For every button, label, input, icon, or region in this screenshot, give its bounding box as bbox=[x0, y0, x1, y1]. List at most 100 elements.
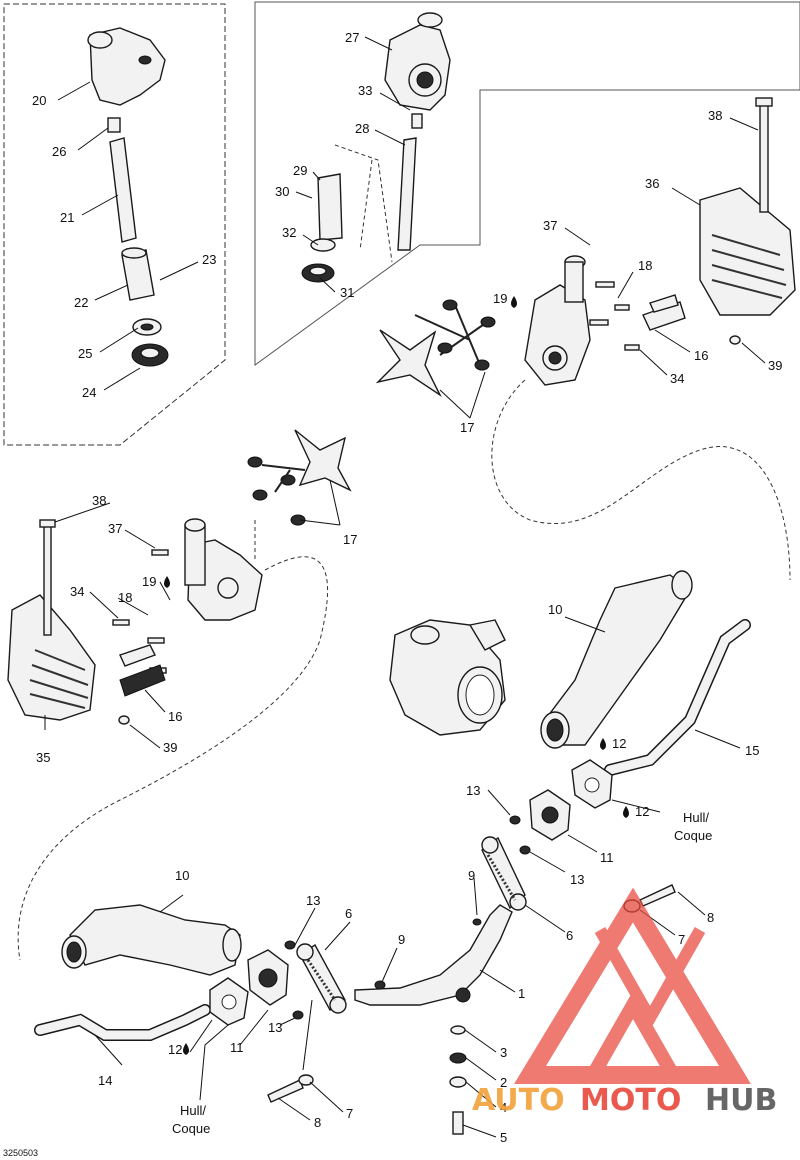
bolt-8-right-drawing bbox=[623, 884, 676, 913]
arm-6-left-drawing bbox=[296, 943, 347, 1014]
callout-11-left: 11 bbox=[230, 1040, 244, 1055]
callout-29: 29 bbox=[293, 163, 307, 178]
callout-34-left: 34 bbox=[70, 584, 84, 599]
hull-label-left-line1: Hull/ bbox=[180, 1103, 206, 1118]
callout-7-right: 7 bbox=[678, 932, 685, 947]
hose-15-drawing bbox=[604, 619, 751, 776]
bolts-left-drawing bbox=[112, 549, 169, 697]
callout-24: 24 bbox=[82, 385, 96, 400]
callout-10-right: 10 bbox=[548, 602, 562, 617]
callout-30: 30 bbox=[275, 184, 289, 199]
linkage-17-upper-drawing bbox=[375, 299, 496, 398]
bolt-38-left-drawing bbox=[39, 519, 56, 636]
washer-32-drawing bbox=[310, 238, 336, 252]
washer-25-drawing bbox=[132, 318, 162, 336]
callout-12-left: 12 bbox=[168, 1042, 182, 1057]
housing-20-drawing bbox=[87, 27, 166, 106]
callout-13-left-b: 13 bbox=[268, 1020, 282, 1035]
flange-11-right-drawing bbox=[529, 789, 571, 841]
callout-13-left-a: 13 bbox=[306, 893, 320, 908]
callout-13-right-b: 13 bbox=[570, 872, 584, 887]
callout-9-right: 9 bbox=[468, 868, 475, 883]
callout-38-left: 38 bbox=[92, 493, 106, 508]
callout-32: 32 bbox=[282, 225, 296, 240]
pump-housing-drawing bbox=[389, 619, 506, 736]
callout-1: 1 bbox=[518, 986, 525, 1001]
sleeve-29-drawing bbox=[317, 173, 343, 241]
callout-6-left: 6 bbox=[345, 906, 352, 921]
cover-36-drawing bbox=[699, 187, 796, 316]
callout-13-right-a: 13 bbox=[466, 783, 480, 798]
hull-label-right-line2: Coque bbox=[674, 828, 712, 843]
grease-drop-icon bbox=[164, 296, 629, 1055]
fasteners-13-right-drawing bbox=[509, 815, 531, 855]
nut-9-drawing bbox=[374, 918, 482, 990]
callout-16-upper: 16 bbox=[694, 348, 708, 363]
callout-14: 14 bbox=[98, 1073, 112, 1088]
callout-15: 15 bbox=[745, 743, 759, 758]
callout-17-left: 17 bbox=[343, 532, 357, 547]
callout-12-right-a: 12 bbox=[612, 736, 626, 751]
housing-27-drawing bbox=[384, 12, 451, 111]
callout-36: 36 bbox=[645, 176, 659, 191]
callout-18-left: 18 bbox=[118, 590, 132, 605]
callout-23: 23 bbox=[202, 252, 216, 267]
callout-5: 5 bbox=[500, 1130, 507, 1145]
callout-16-left: 16 bbox=[168, 709, 182, 724]
callout-17-upper: 17 bbox=[460, 420, 474, 435]
duct-10-left-drawing bbox=[61, 904, 242, 976]
washers-2-5-drawing bbox=[449, 1025, 467, 1135]
callout-37-left: 37 bbox=[108, 521, 122, 536]
shaft-21-drawing bbox=[109, 137, 137, 243]
bushing-26-drawing bbox=[107, 117, 121, 133]
callout-34-upper: 34 bbox=[670, 371, 684, 386]
nut-39-left-drawing bbox=[118, 715, 130, 725]
callout-26: 26 bbox=[52, 144, 66, 159]
callout-8-right: 8 bbox=[707, 910, 714, 925]
linkage-17-left-drawing bbox=[247, 429, 352, 526]
bolt-38-upper-drawing bbox=[755, 97, 773, 213]
callout-18-upper: 18 bbox=[638, 258, 652, 273]
callout-2: 2 bbox=[500, 1075, 507, 1090]
callout-8-left: 8 bbox=[314, 1115, 321, 1130]
callout-35: 35 bbox=[36, 750, 50, 765]
inset-box-left bbox=[3, 3, 226, 446]
callout-9-center: 9 bbox=[398, 932, 405, 947]
callout-33: 33 bbox=[358, 83, 372, 98]
callout-31: 31 bbox=[340, 285, 354, 300]
gasket-12-right-drawing bbox=[571, 759, 613, 809]
seal-24-drawing bbox=[131, 343, 169, 367]
callout-7-left: 7 bbox=[346, 1106, 353, 1121]
callout-37-upper: 37 bbox=[543, 218, 557, 233]
duct-10-right-drawing bbox=[540, 570, 693, 749]
arm-6-right-drawing bbox=[481, 836, 527, 911]
lever-1-drawing bbox=[354, 904, 513, 1006]
bushing-33-drawing bbox=[411, 113, 423, 129]
callout-20: 20 bbox=[32, 93, 46, 108]
callout-4: 4 bbox=[500, 1100, 507, 1115]
cover-35-drawing bbox=[7, 594, 96, 721]
pivot-bracket-upper-drawing bbox=[524, 255, 591, 386]
callout-39-left: 39 bbox=[163, 740, 177, 755]
callout-25: 25 bbox=[78, 346, 92, 361]
callout-12-right-b: 12 bbox=[635, 804, 649, 819]
callout-28: 28 bbox=[355, 121, 369, 136]
gasket-12-left-drawing bbox=[209, 977, 249, 1026]
callout-27: 27 bbox=[345, 30, 359, 45]
reference-code: 3250503 bbox=[3, 1148, 38, 1158]
callout-19-upper: 19 bbox=[493, 291, 507, 306]
callout-3: 3 bbox=[500, 1045, 507, 1060]
hull-label-left-line2: Coque bbox=[172, 1121, 210, 1136]
pivot-bracket-left-drawing bbox=[184, 518, 263, 621]
callout-39-upper: 39 bbox=[768, 358, 782, 373]
callout-11-right: 11 bbox=[600, 850, 614, 865]
hull-label-right-line1: Hull/ bbox=[683, 810, 709, 825]
callout-21: 21 bbox=[60, 210, 74, 225]
bolts-upper-drawing bbox=[589, 281, 686, 351]
flange-11-left-drawing bbox=[247, 949, 289, 1006]
nut-39-upper-drawing bbox=[729, 335, 741, 345]
shaft-28-drawing bbox=[397, 137, 417, 251]
inset-box-right bbox=[254, 1, 800, 366]
callout-10-left: 10 bbox=[175, 868, 189, 883]
